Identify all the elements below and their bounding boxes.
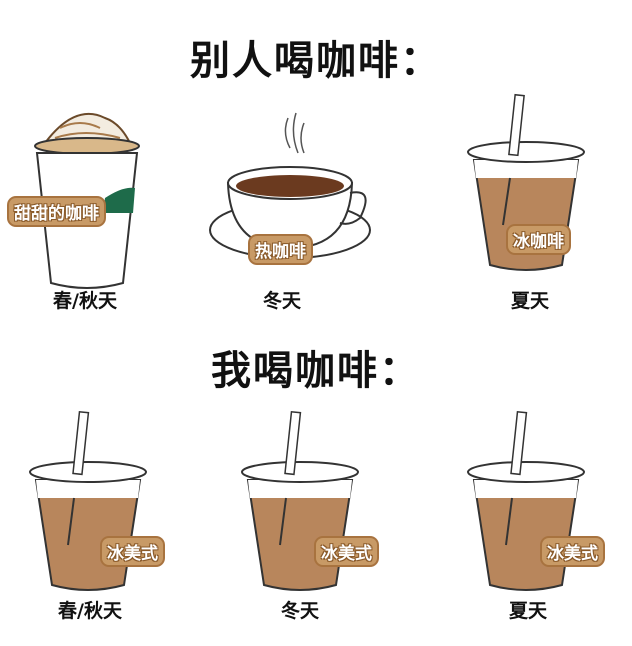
- season-caption: 夏天: [508, 600, 547, 622]
- drink-label-badge: 冰美式: [542, 538, 603, 565]
- drink-label-badge: 甜甜的咖啡: [9, 198, 104, 225]
- drink-cell-iced-americano-3: 冰美式 夏天: [466, 410, 632, 630]
- drink-cell-sweet-coffee: 甜甜的咖啡 春/秋天: [5, 98, 185, 318]
- iced-americano-cup-icon: [467, 410, 585, 591]
- drink-cell-iced-coffee: 冰咖啡 夏天: [448, 90, 628, 312]
- season-caption: 冬天: [280, 600, 319, 622]
- iced-coffee-cup-icon: [467, 93, 585, 271]
- drink-label-badge: 冰美式: [316, 538, 377, 565]
- drink-label-badge: 冰美式: [102, 538, 163, 565]
- iced-americano-cup-icon: [29, 410, 147, 591]
- frappuccino-cup-icon: [34, 113, 140, 289]
- iced-americano-cup-icon: [241, 410, 359, 591]
- drink-cell-hot-coffee: 热咖啡 冬天: [200, 98, 380, 318]
- season-caption: 冬天: [262, 290, 301, 312]
- hot-coffee-cup-icon: [209, 112, 371, 259]
- drink-label-badge: 热咖啡: [250, 236, 311, 263]
- drink-cell-iced-americano-1: 冰美式 春/秋天: [18, 410, 198, 630]
- drink-label-badge: 冰咖啡: [508, 226, 569, 253]
- section-title-others: 别人喝咖啡：: [190, 38, 442, 84]
- season-caption: 夏天: [510, 290, 549, 312]
- section-title-me: 我喝咖啡：: [211, 348, 421, 394]
- season-caption: 春/秋天: [53, 290, 117, 312]
- season-caption: 春/秋天: [58, 600, 122, 622]
- drink-cell-iced-americano-2: 冰美式 冬天: [240, 410, 420, 630]
